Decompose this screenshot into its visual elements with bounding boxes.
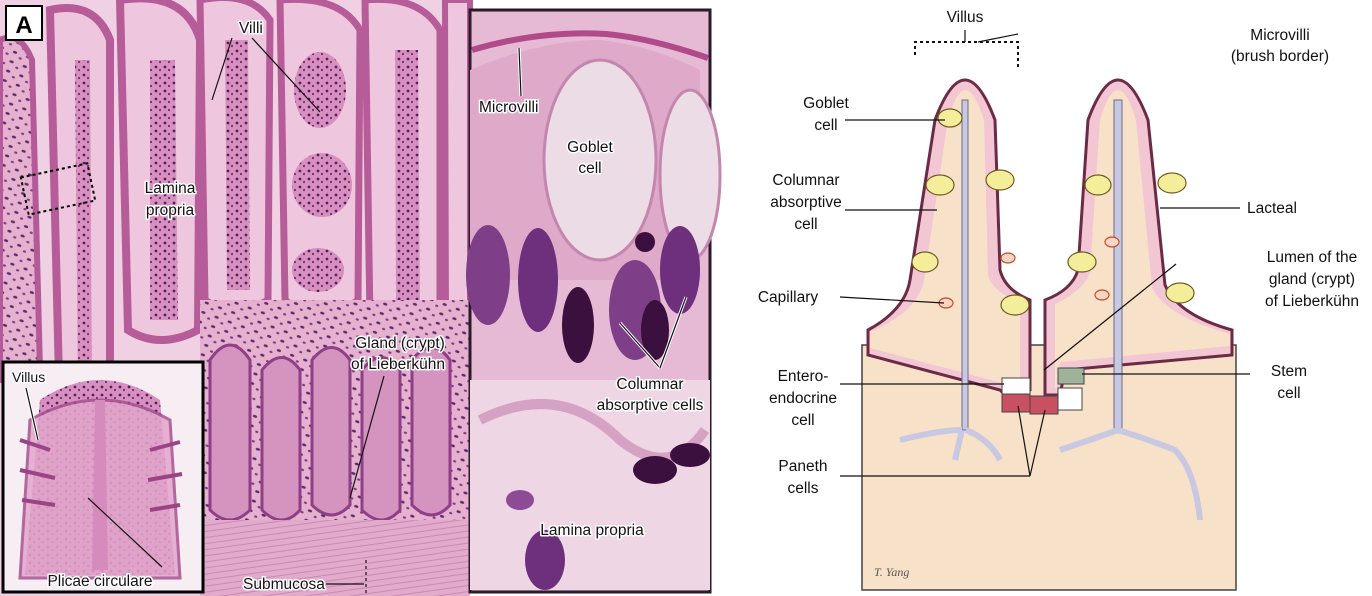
label-goblet-highmag-line2: cell (578, 160, 601, 177)
paneth-cell-1 (1002, 394, 1030, 412)
label-paneth-line2: cells (787, 480, 818, 497)
label-microvilli-line2: (brush border) (1231, 48, 1329, 65)
label-stem-line1: Stem (1271, 363, 1307, 380)
label-villi: Villi (239, 20, 263, 37)
paneth-cell-2 (1030, 396, 1058, 414)
label-columnar-diagram-line3: cell (794, 216, 817, 233)
label-lumen-line1: Lumen of the (1267, 249, 1357, 266)
label-plicae: Plicae circulare (47, 573, 152, 590)
label-lamina-propria-line2: propria (146, 202, 195, 219)
label-lamina-propria-highmag: Lamina propria (540, 522, 644, 539)
goblet-cell-1 (938, 109, 962, 127)
label-entero-line1: Entero- (778, 368, 829, 385)
villus-diagram (862, 30, 1236, 590)
label-goblet-diagram-line1: Goblet (803, 95, 849, 112)
villus-bracket (915, 42, 1018, 68)
label-lumen-line3: of Lieberkühn (1265, 293, 1359, 310)
label-inset-villus: Villus (12, 369, 45, 385)
label-microvilli-line1: Microvilli (1250, 27, 1309, 44)
label-gland-line1: Gland (crypt) (355, 335, 445, 352)
label-columnar-highmag-line1: Columnar (616, 376, 683, 393)
enteroendocrine-cell (1002, 378, 1030, 394)
label-capillary: Capillary (758, 289, 819, 306)
label-lumen-line2: gland (crypt) (1269, 271, 1355, 288)
label-paneth-line1: Paneth (778, 458, 827, 475)
label-entero-line2: endocrine (769, 390, 837, 407)
artist-signature: T. Yang (874, 565, 909, 579)
label-lamina-propria-line1: Lamina (145, 180, 196, 197)
label-goblet-highmag-line1: Goblet (567, 139, 613, 156)
label-submucosa: Submucosa (243, 576, 325, 593)
label-columnar-diagram-line1: Columnar (772, 172, 839, 189)
label-gland-line2: of Lieberkühn (351, 356, 445, 373)
micrograph-panel: A (0, 0, 470, 596)
label-lacteal: Lacteal (1247, 200, 1297, 217)
label-goblet-diagram-line2: cell (814, 117, 837, 134)
panel-letter: A (15, 12, 32, 39)
label-entero-line3: cell (791, 412, 814, 429)
stem-cell (1058, 368, 1084, 384)
inset-low-mag (3, 362, 203, 592)
highmag-panel (466, 10, 720, 592)
label-microvilli-highmag: Microvilli (479, 99, 538, 116)
label-columnar-highmag-line2: absorptive cells (597, 397, 704, 414)
label-villus-diagram: Villus (947, 9, 984, 26)
label-stem-line2: cell (1277, 385, 1300, 402)
label-columnar-diagram-line2: absorptive (770, 194, 842, 211)
